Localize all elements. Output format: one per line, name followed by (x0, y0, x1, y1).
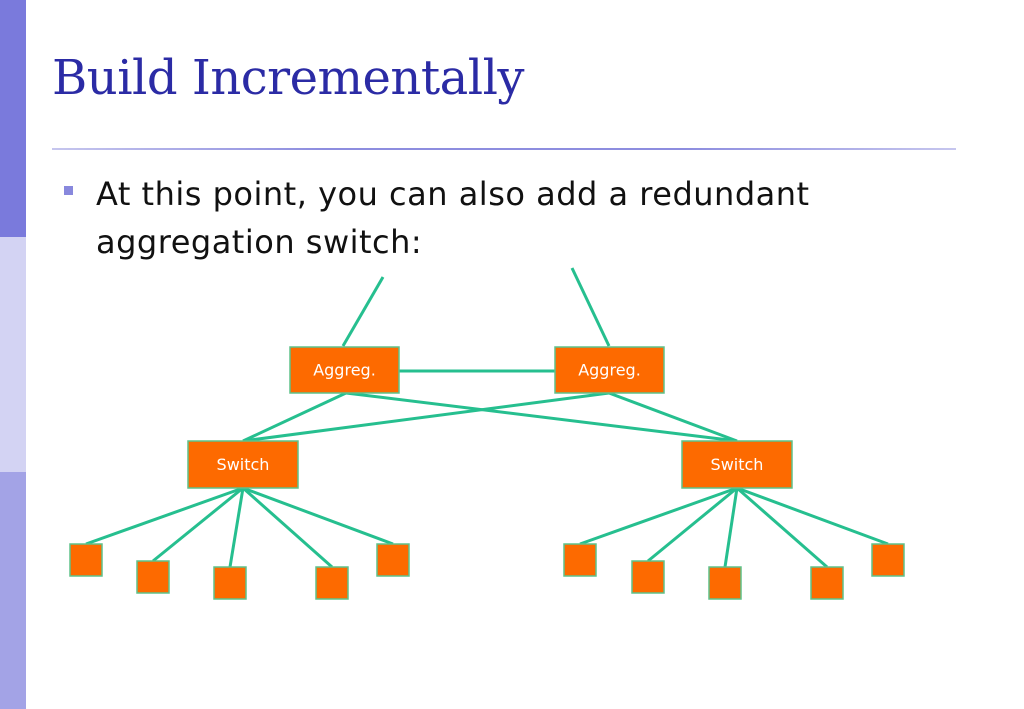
side-bar-top (0, 0, 26, 237)
host-right-4[interactable] (810, 566, 844, 600)
edge-switchL-host-4 (242, 486, 333, 569)
host-left-4[interactable] (315, 566, 349, 600)
edge-switchL-host-3 (228, 487, 245, 568)
aggreg-right-node-label: Aggreg. (578, 361, 641, 380)
host-left-3-box (213, 566, 247, 600)
side-bar-middle (0, 237, 26, 472)
diagram-edges (85, 267, 889, 569)
switch-left-node[interactable]: Switch (187, 440, 299, 489)
switch-left-node-label: Switch (217, 455, 270, 474)
aggreg-right-node[interactable]: Aggreg. (554, 346, 665, 394)
host-left-2[interactable] (136, 560, 170, 594)
switch-right-node[interactable]: Switch (681, 440, 793, 489)
host-left-2-box (136, 560, 170, 594)
host-right-4-box (810, 566, 844, 600)
host-right-5-box (871, 543, 905, 577)
edge-switchL-host-2 (152, 486, 244, 563)
edge-aggL-switchL (242, 391, 347, 443)
host-right-1-box (563, 543, 597, 577)
host-left-4-box (315, 566, 349, 600)
slide-title: Build Incrementally (52, 50, 525, 106)
host-left-3[interactable] (213, 566, 247, 600)
aggreg-left-node[interactable]: Aggreg. (289, 346, 400, 394)
edge-switchR-host-2 (647, 486, 738, 563)
host-right-1[interactable] (563, 543, 597, 577)
edge-aggR-switchL (242, 391, 610, 443)
bullet-text: At this point, you can also add a redund… (96, 175, 810, 261)
host-right-3[interactable] (708, 566, 742, 600)
host-left-1-box (69, 543, 103, 577)
edge-switchR-host-4 (736, 486, 828, 569)
uplink-left (341, 276, 385, 347)
host-left-1[interactable] (69, 543, 103, 577)
edge-switchL-host-5 (242, 486, 394, 546)
aggreg-left-node-box (289, 346, 400, 394)
edge-switchL-host-1 (85, 486, 244, 546)
host-left-5-box (376, 543, 410, 577)
edge-aggR-switchR (608, 391, 738, 443)
switch-right-node-label: Switch (711, 455, 764, 474)
host-left-5[interactable] (376, 543, 410, 577)
host-right-2-box (631, 560, 665, 594)
switch-left-node-box (187, 440, 299, 489)
host-right-3-box (708, 566, 742, 600)
edge-aggL-switchR (345, 391, 738, 443)
edge-switchR-host-3 (723, 487, 739, 568)
edge-switchR-host-1 (579, 486, 738, 546)
side-bar-bottom (0, 472, 26, 709)
host-right-2[interactable] (631, 560, 665, 594)
host-right-5[interactable] (871, 543, 905, 577)
bullet-marker (64, 186, 73, 195)
title-divider (52, 148, 956, 150)
diagram-nodes: Aggreg. Aggreg. Switch Switch (69, 346, 905, 600)
aggreg-left-node-label: Aggreg. (313, 361, 376, 380)
edge-switchR-host-5 (736, 486, 889, 546)
aggreg-right-node-box (554, 346, 665, 394)
uplink-right (570, 267, 611, 347)
switch-right-node-box (681, 440, 793, 489)
